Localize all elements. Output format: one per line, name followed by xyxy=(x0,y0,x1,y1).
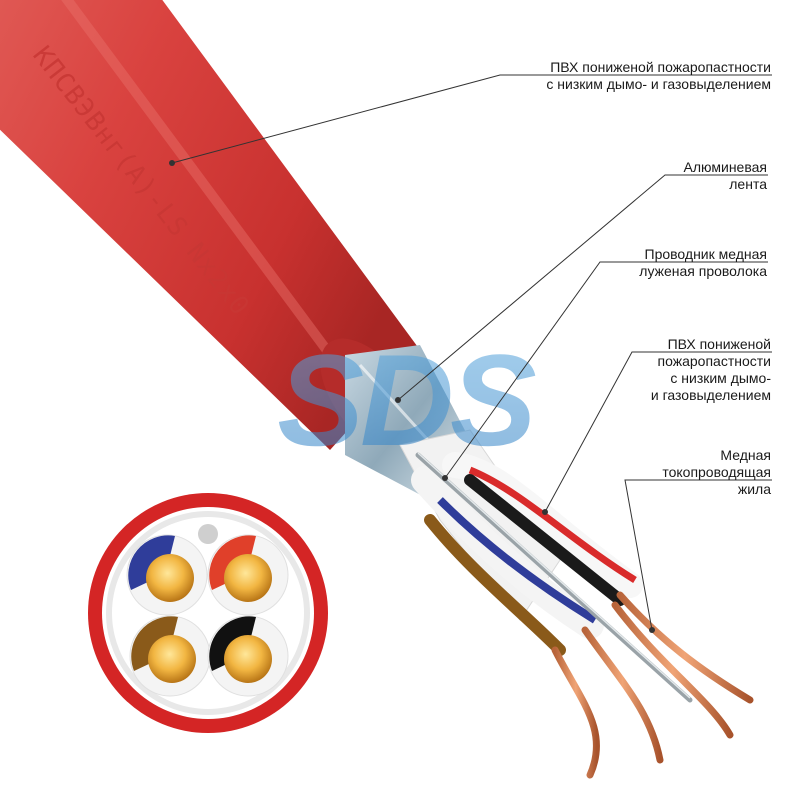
copper-conductors xyxy=(551,591,754,779)
cross-section-pair-blue xyxy=(126,534,208,616)
label-foil: Алюминевая лента xyxy=(684,159,767,193)
cross-section-pair-red xyxy=(207,534,289,616)
label-outer-sheath-line2: с низким дымо- и газовыделением xyxy=(546,76,771,92)
label-foil-line1: Алюминевая xyxy=(683,159,767,175)
label-insulation-line2: пожаропастности xyxy=(657,353,771,369)
leader-conductor xyxy=(624,479,772,631)
label-insulation: ПВХ пониженой пожаропастности с низким д… xyxy=(651,336,771,404)
leader-outer-sheath xyxy=(171,74,772,164)
twisted-pair-blue xyxy=(411,466,604,656)
leader-drain xyxy=(444,261,768,479)
cross-section-pair-black xyxy=(207,615,289,697)
leader-foil xyxy=(397,174,768,401)
label-conductor: Медная токопроводящая жила xyxy=(662,447,771,498)
label-drain-line1: Проводник медная xyxy=(644,246,768,262)
label-conductor-line2: токопроводящая xyxy=(662,464,771,480)
label-insulation-line4: и газовыделением xyxy=(650,387,771,403)
label-conductor-line1: Медная xyxy=(720,447,771,463)
label-outer-sheath: ПВХ пониженой пожаропастности с низким д… xyxy=(546,59,771,93)
watermark-logo: SDS xyxy=(277,327,536,473)
cross-section xyxy=(88,493,328,733)
label-insulation-line3: с низким дымо- xyxy=(670,370,771,386)
label-outer-sheath-line1: ПВХ пониженой пожаропастности xyxy=(550,59,771,75)
drain-wire xyxy=(415,452,693,703)
leader-insulation xyxy=(544,351,772,513)
cross-section-pair-brown xyxy=(129,615,211,697)
label-insulation-line1: ПВХ пониженой xyxy=(667,336,771,352)
drain-wire-section xyxy=(198,524,218,544)
label-conductor-line3: жила xyxy=(737,481,771,497)
twisted-pair-red xyxy=(442,452,643,606)
label-drain-wire: Проводник медная луженая проволока xyxy=(639,246,767,280)
leader-lines xyxy=(169,74,772,633)
label-drain-line2: луженая проволока xyxy=(639,263,767,279)
label-foil-line2: лента xyxy=(729,176,767,192)
